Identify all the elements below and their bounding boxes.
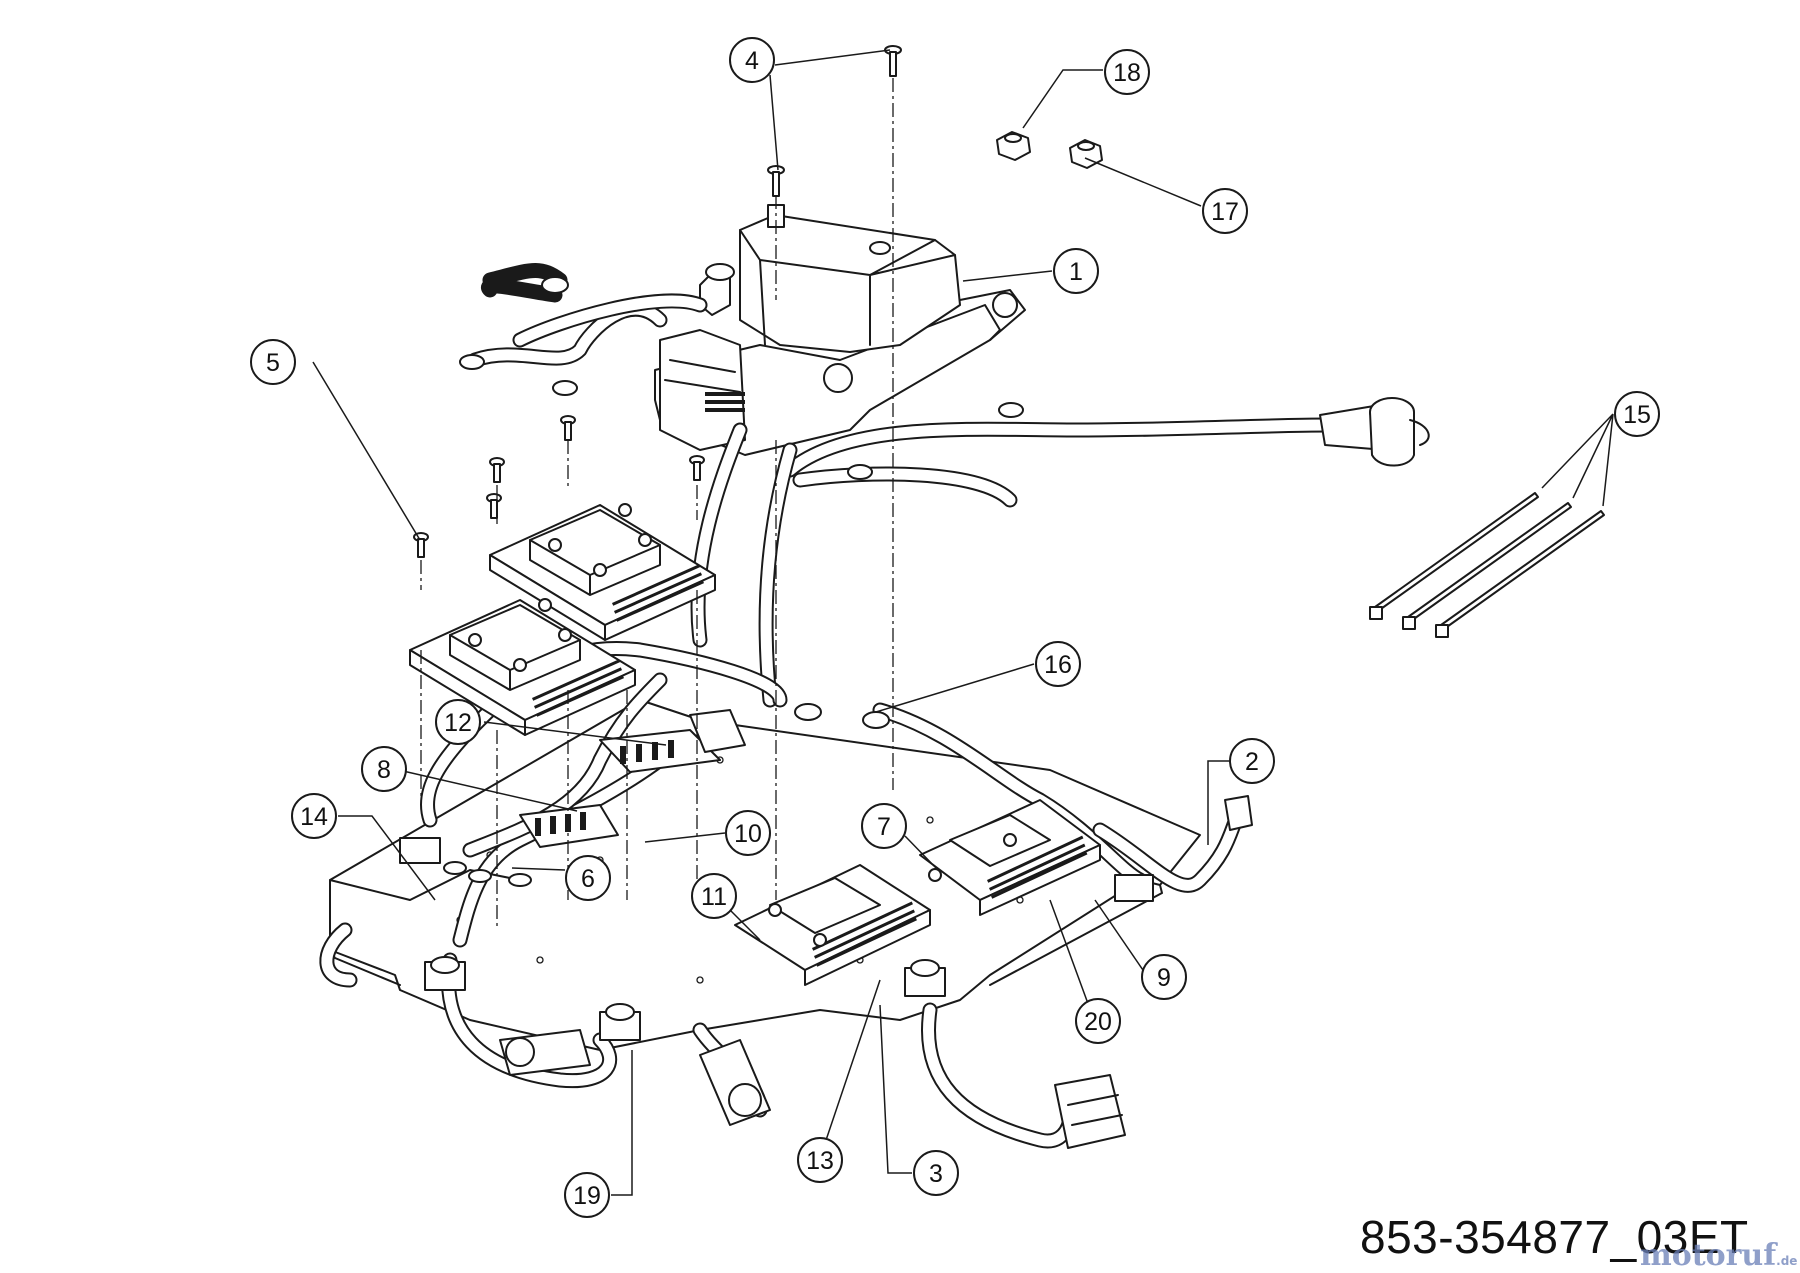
- harness-connectors: [499, 795, 1253, 1149]
- svg-text:9: 9: [1157, 964, 1171, 992]
- callout-11: 11: [691, 873, 737, 919]
- callout-18: 18: [1104, 49, 1150, 95]
- svg-text:13: 13: [806, 1147, 834, 1175]
- svg-text:20: 20: [1084, 1008, 1112, 1036]
- callout-5: 5: [250, 339, 296, 385]
- callout-13: 13: [797, 1137, 843, 1183]
- callout-9: 9: [1141, 954, 1187, 1000]
- svg-text:11: 11: [701, 883, 727, 911]
- svg-text:4: 4: [745, 47, 759, 75]
- watermark-text: motoruf: [1640, 1238, 1777, 1273]
- callout-10: 10: [725, 810, 771, 856]
- callout-7: 7: [861, 803, 907, 849]
- callout-1: 1: [1053, 248, 1099, 294]
- svg-text:18: 18: [1113, 59, 1141, 87]
- svg-text:5: 5: [266, 349, 280, 377]
- callout-15: 15: [1614, 391, 1660, 437]
- callout-14: 14: [291, 793, 337, 839]
- motor-controller-upper: [489, 503, 716, 641]
- callout-16: 16: [1035, 641, 1081, 687]
- cable-ties: [1369, 492, 1605, 638]
- callout-12: 12: [435, 699, 481, 745]
- callout-4: 4: [729, 37, 775, 83]
- svg-text:7: 7: [877, 813, 891, 841]
- svg-text:8: 8: [377, 756, 391, 784]
- callout-17: 17: [1202, 188, 1248, 234]
- svg-text:17: 17: [1211, 198, 1239, 226]
- svg-text:1: 1: [1069, 258, 1083, 286]
- main-controller-box: [654, 204, 1026, 456]
- watermark-logo: motoruf.de: [1640, 1238, 1797, 1273]
- callout-6: 6: [565, 855, 611, 901]
- svg-text:14: 14: [300, 803, 328, 831]
- leader-lines: [312, 49, 1614, 1196]
- callout-3: 3: [913, 1150, 959, 1196]
- svg-text:12: 12: [444, 709, 472, 737]
- flange-nuts: [996, 131, 1103, 169]
- callout-2: 2: [1229, 738, 1275, 784]
- svg-text:2: 2: [1245, 748, 1259, 776]
- fuse-block-lower: [519, 804, 619, 848]
- mounted-controller-right: [919, 799, 1101, 916]
- battery-terminal-boot: [1319, 397, 1430, 467]
- svg-text:10: 10: [734, 820, 762, 848]
- mounted-controller-center: [734, 864, 931, 986]
- svg-text:16: 16: [1044, 651, 1072, 679]
- svg-text:19: 19: [573, 1182, 601, 1210]
- svg-text:6: 6: [581, 865, 595, 893]
- motor-controller-lower: [409, 598, 636, 736]
- callout-8: 8: [361, 746, 407, 792]
- cable-clamps: [399, 837, 1154, 1041]
- svg-text:15: 15: [1623, 401, 1651, 429]
- callout-19: 19: [564, 1172, 610, 1218]
- mounting-plate: [329, 699, 1201, 1051]
- svg-text:3: 3: [929, 1160, 943, 1188]
- diagram-part-number: 853-354877_03ET: [1360, 1211, 1749, 1263]
- watermark-suffix: .de: [1776, 1254, 1798, 1268]
- callout-20: 20: [1075, 998, 1121, 1044]
